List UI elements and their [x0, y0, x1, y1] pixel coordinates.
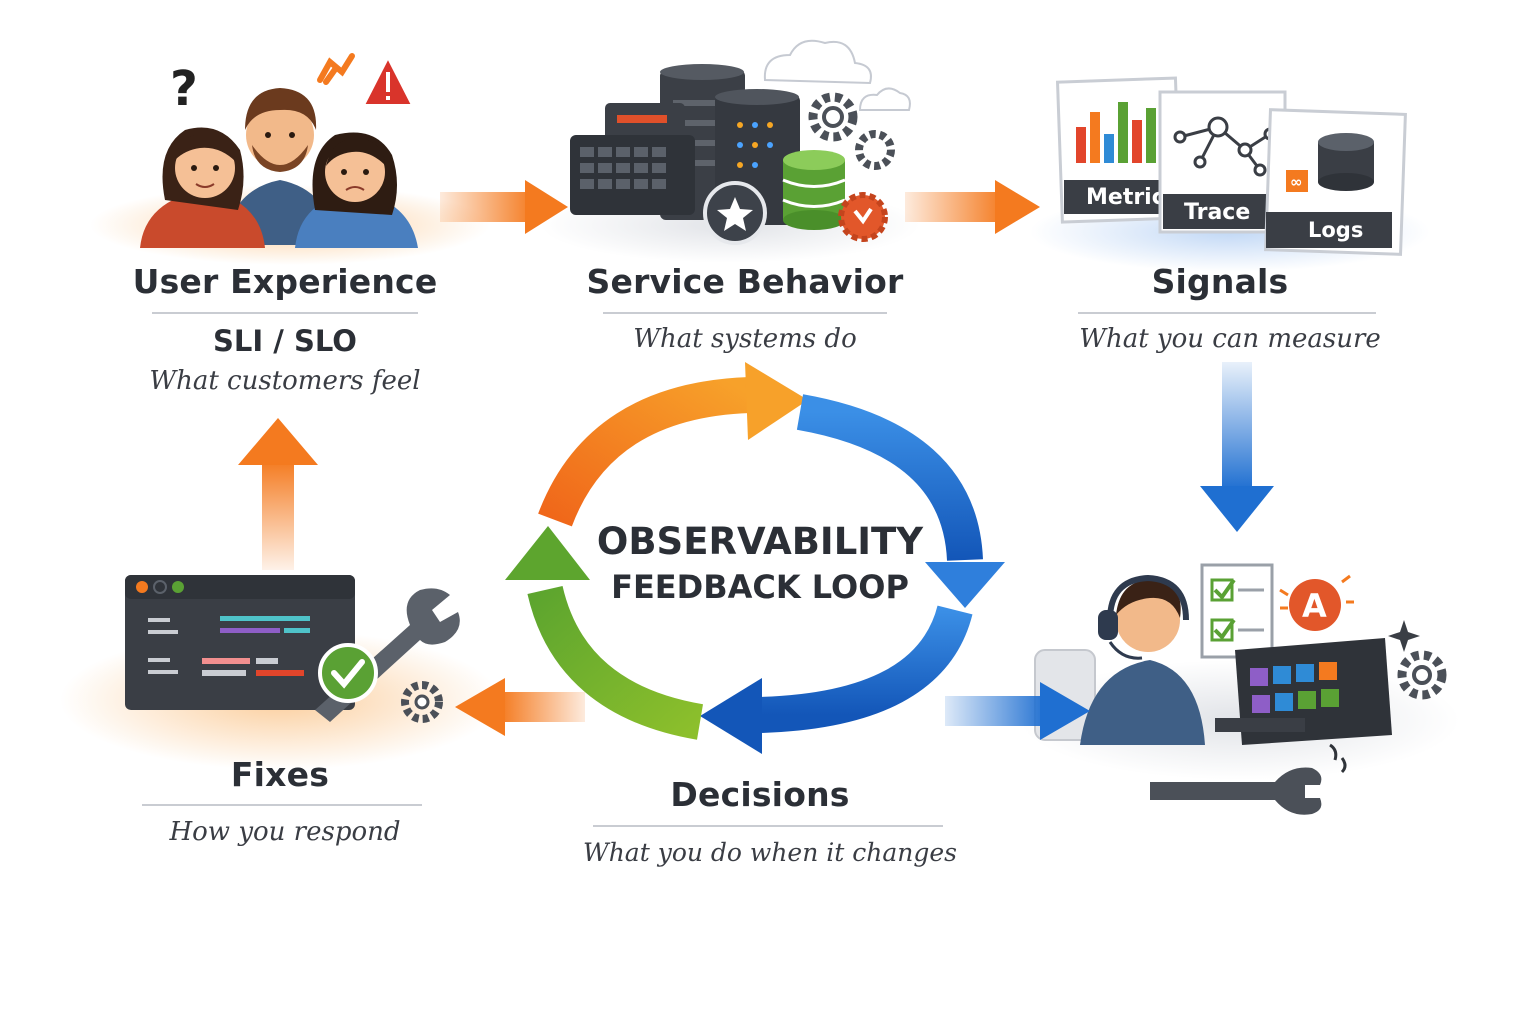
arrow-service-to-signals [905, 180, 1040, 234]
logs-card-label: Logs [1308, 218, 1363, 242]
arrow-signals-down [1200, 362, 1274, 532]
stage-subtitle-service-behavior: What systems do [633, 324, 857, 354]
stage-subtitle-signals: What you can measure [1079, 324, 1381, 354]
stage-title-service-behavior: Service Behavior [586, 262, 904, 301]
warning-icon [362, 55, 414, 106]
fixes-illustration [125, 575, 460, 723]
logs-card: ∞ Logs [1264, 108, 1407, 256]
arrow-loop-to-engineer [945, 682, 1090, 740]
servers-illustration [570, 39, 911, 245]
gear-icon [855, 130, 895, 170]
divider [593, 825, 943, 827]
trace-card: Trace [1158, 90, 1287, 234]
loop-arc-blue-top [796, 394, 983, 562]
woman-right-figure [295, 132, 418, 248]
arrow-loop-to-fixes [455, 678, 585, 736]
alert-badge-icon: A [1279, 574, 1354, 631]
loop-arc-green [527, 585, 704, 740]
stage-title-decisions: Decisions [670, 775, 850, 814]
arrow-ux-to-service [440, 180, 568, 234]
check-icon [318, 643, 378, 703]
infinity-icon: ∞ [1290, 173, 1303, 191]
star-icon [703, 181, 767, 245]
headset-icon [1098, 574, 1189, 660]
code-window-icon [125, 575, 355, 710]
stage-title-fixes: Fixes [230, 755, 330, 794]
gear-icon [808, 92, 858, 142]
feedback-loop-ring [505, 362, 1005, 754]
gear-icon [401, 681, 443, 723]
monitor-icon [1215, 638, 1392, 745]
stage-subtitle-user-experience: What customers feel [149, 366, 421, 396]
center-title-line2: FEEDBACK LOOP [611, 568, 909, 606]
stage-metric-sli-slo: SLI / SLO [213, 324, 357, 358]
bug-gear-icon [838, 192, 888, 242]
loop-arc-orange [538, 377, 751, 527]
metrics-card: Metrics [1055, 76, 1182, 224]
network-box-icon [605, 103, 685, 141]
center-title-line1: OBSERVABILITY [596, 520, 924, 563]
stage-subtitle-fixes: How you respond [169, 817, 401, 847]
divider [1078, 312, 1376, 314]
wrench-icon [1150, 743, 1347, 815]
arrow-fixes-up [238, 418, 318, 570]
server-chassis-icon [570, 135, 695, 215]
frustration-squiggle-icon [317, 53, 355, 85]
database-icon [782, 150, 846, 230]
users-illustration: ? [140, 53, 418, 248]
woman-left-figure [140, 127, 265, 248]
divider [142, 804, 422, 806]
sparkle-icon [1388, 620, 1420, 652]
cloud-icon [763, 39, 911, 111]
gear-icon [1397, 650, 1447, 700]
trace-card-label: Trace [1184, 200, 1250, 225]
stage-title-signals: Signals [1151, 262, 1289, 301]
svg-text:A: A [1302, 587, 1327, 625]
signals-illustration: Metrics Trace ∞ Logs [1055, 76, 1407, 256]
stage-title-user-experience: User Experience [132, 262, 438, 301]
stage-subtitle-decisions: What you do when it changes [583, 838, 957, 867]
question-mark-icon: ? [170, 61, 198, 117]
loop-arc-blue-bottom [759, 604, 973, 733]
logs-database-icon [1318, 133, 1374, 191]
engineer-illustration: A [1034, 563, 1447, 815]
divider [152, 312, 418, 314]
divider [603, 312, 887, 314]
